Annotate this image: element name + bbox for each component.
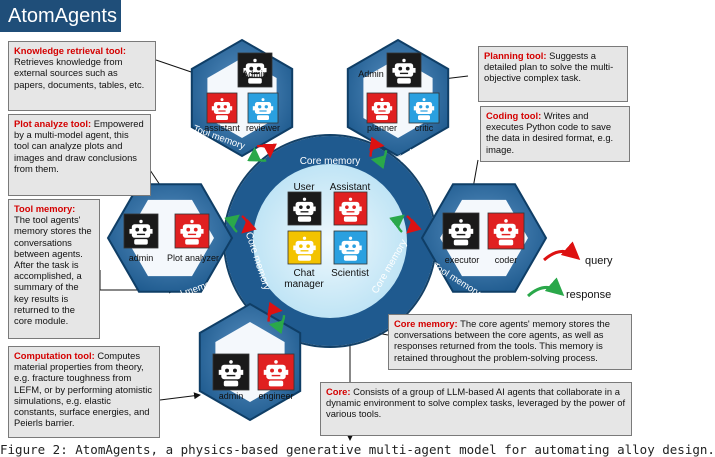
engineer-robot-icon xyxy=(257,353,295,391)
tool-memory-box: Tool memory: The tool agents' memory sto… xyxy=(8,199,100,339)
agent-label-core-user: User xyxy=(293,182,315,193)
legend-response-arrow xyxy=(527,277,565,298)
query-response-pair-plot xyxy=(224,214,257,234)
agent-label-computation-engineer: engineer xyxy=(258,391,293,401)
plot-box-body: Empowered by a multi-model agent, this t… xyxy=(14,118,144,174)
legend: query response xyxy=(527,241,613,301)
agent-label-core-scientist: Scientist xyxy=(331,268,369,279)
admin-robot-icon xyxy=(386,52,422,88)
reviewer-robot-icon xyxy=(247,92,279,124)
coder-robot-icon xyxy=(487,212,525,250)
assistant-robot-icon xyxy=(206,92,238,124)
figure-caption: Figure 2: AtomAgents, a physics-based ge… xyxy=(0,442,715,457)
assistant-robot-icon xyxy=(333,191,368,226)
agent-label-planning-critic: critic xyxy=(415,123,434,133)
core-memory-box: Core memory: The core agents' memory sto… xyxy=(388,314,632,370)
user-robot-icon xyxy=(287,191,322,226)
planning-tool-box: Planning tool: Suggests a detailed plan … xyxy=(478,46,628,102)
knowledge-box-heading: Knowledge retrieval tool: xyxy=(14,45,126,56)
plot-analyzer-robot-icon xyxy=(174,213,210,249)
diagram-title: AtomAgents xyxy=(0,0,121,32)
coding-box-body: Writes and executes Python code to save … xyxy=(486,110,614,155)
query-response-arrows xyxy=(224,136,422,335)
legend-query-arrow xyxy=(543,241,581,262)
coding-tool-box: Coding tool: Writes and executes Python … xyxy=(480,106,630,162)
diagram-canvas: Core memory Core memory Core memory Tool… xyxy=(99,38,613,441)
core-box-heading: Core: xyxy=(326,386,354,397)
admin-robot-icon xyxy=(212,353,250,391)
agent-label-knowledge-admin: Admin xyxy=(242,69,268,79)
agent-label-plot-analyzer: Plot analyzer xyxy=(167,253,219,263)
planning-box-body: Suggests a detailed plan to solve the mu… xyxy=(484,50,614,84)
planner-robot-icon xyxy=(366,92,398,124)
query-response-pair-coding xyxy=(389,214,422,234)
agent-label-core-assistant: Assistant xyxy=(330,182,371,193)
query-response-pair-planning xyxy=(369,136,388,170)
planning-box-heading: Planning tool: xyxy=(484,50,550,61)
knowledge-retrieval-tool-box: Knowledge retrieval tool: Retrieves know… xyxy=(8,41,156,111)
agent-label-planning-admin: Admin xyxy=(358,69,384,79)
admin-robot-icon xyxy=(237,52,273,88)
computation-tool-box: Computation tool: Computes material prop… xyxy=(8,346,160,438)
agent-label-coding-coder: coder xyxy=(495,255,518,265)
computation-box-body: Computes material properties from theory… xyxy=(14,350,153,429)
agent-label-knowledge-reviewer: reviewer xyxy=(246,123,280,133)
legend-response-label: response xyxy=(566,289,611,301)
agent-label-planning-planner: planner xyxy=(367,123,397,133)
query-response-pair-knowledge xyxy=(247,143,277,162)
core-box-body: Consists of a group of LLM-based AI agen… xyxy=(326,386,626,420)
critic-robot-icon xyxy=(408,92,440,124)
agent-icons xyxy=(123,52,525,391)
agent-label-coding-executor: executor xyxy=(445,255,480,265)
knowledge-box-body: Retrieves knowledge from external source… xyxy=(14,56,145,90)
plot-analyze-tool-box: Plot analyze tool: Empowered by a multi-… xyxy=(8,114,151,196)
agent-label-plot-admin: admin xyxy=(129,253,154,263)
chat-manager-robot-icon xyxy=(287,230,322,265)
executor-robot-icon xyxy=(442,212,480,250)
tool-memory-box-body: The tool agents' memory stores the conve… xyxy=(14,214,92,327)
computation-box-heading: Computation tool: xyxy=(14,350,98,361)
core-memory-label-top: Core memory xyxy=(300,156,361,167)
coding-box-heading: Coding tool: xyxy=(486,110,544,121)
query-response-pair-computation xyxy=(267,301,286,335)
core-memory-box-heading: Core memory: xyxy=(394,318,461,329)
legend-query-label: query xyxy=(585,255,613,267)
core-memory-box-body: The core agents' memory stores the conve… xyxy=(394,318,610,363)
admin-robot-icon xyxy=(123,213,159,249)
scientist-robot-icon xyxy=(333,230,368,265)
agent-label-knowledge-assistant: assistant xyxy=(204,123,240,133)
core-box: Core: Consists of a group of LLM-based A… xyxy=(320,382,632,436)
agent-label-computation-admin: admin xyxy=(219,391,244,401)
plot-box-heading: Plot analyze tool: xyxy=(14,118,94,129)
tool-memory-box-heading: Tool memory: xyxy=(14,203,76,214)
